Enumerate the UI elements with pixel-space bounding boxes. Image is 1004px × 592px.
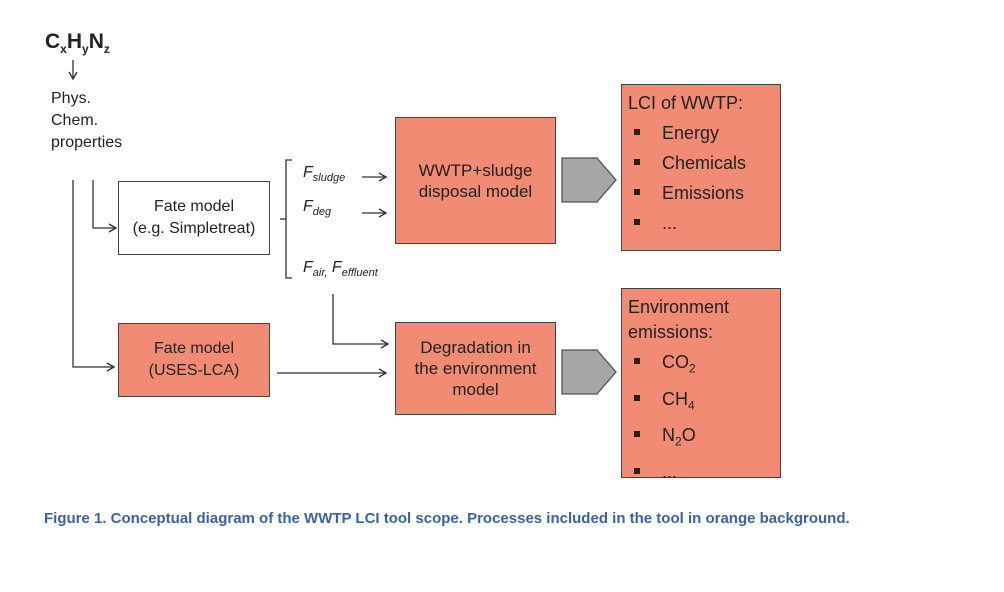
env-item-sub: 2 — [675, 434, 682, 449]
uses-line2: (USES-LCA) — [148, 362, 240, 379]
env-item: ... — [628, 457, 780, 494]
flux-deg: Fdeg — [303, 198, 331, 218]
simpletreat-line2: (e.g. Simpletreat) — [132, 220, 256, 237]
lci-item: Emissions — [628, 178, 780, 208]
formula-n: N — [88, 30, 104, 53]
lci-of-wwtp-box: LCI of WWTP: Energy Chemicals Emissions … — [621, 84, 781, 251]
properties-line2: Chem. — [51, 112, 99, 129]
wwtp-output-arrow — [561, 157, 617, 203]
flux-bracket — [285, 159, 292, 279]
wwtp-model-box: WWTP+sludge disposal model — [395, 117, 556, 244]
lci-item: ... — [628, 208, 780, 238]
lci-item: Chemicals — [628, 148, 780, 178]
flux-sludge: Fsludge — [303, 164, 345, 184]
env-item-main: CO — [662, 352, 689, 372]
figure-caption: Figure 1. Conceptual diagram of the WWTP… — [44, 510, 850, 527]
properties-line1: Phys. — [51, 90, 92, 107]
uses-line1: Fate model — [153, 340, 235, 357]
flux-sludge-main: F — [303, 164, 313, 181]
degradation-line1: Degradation in — [420, 338, 531, 357]
wwtp-model-line1: WWTP+sludge — [418, 160, 533, 180]
env-item-main: N — [662, 425, 675, 446]
env-item: CO2 — [628, 347, 780, 384]
lci-list: Energy Chemicals Emissions ... — [628, 118, 780, 238]
env-item-sub: 2 — [689, 361, 696, 376]
formula-y: y — [82, 42, 89, 57]
arrow-to-simpletreat — [92, 180, 118, 233]
degradation-line3: model — [452, 380, 499, 399]
properties-label: Phys. Chem. properties — [51, 88, 122, 154]
degradation-model-box: Degradation in the environment model — [395, 322, 556, 415]
flux-air-main: F — [303, 259, 313, 276]
flux-deg-main: F — [303, 198, 313, 215]
formula-x: x — [60, 42, 67, 57]
env-item-main: CH — [662, 388, 688, 409]
lci-item-label: Emissions — [662, 183, 745, 203]
env-item-tail: O — [681, 425, 696, 446]
bullet-icon — [634, 129, 640, 135]
bullet-icon — [634, 219, 640, 225]
bullet-icon — [634, 358, 640, 364]
env-item-sub: 4 — [688, 398, 695, 413]
flux-sludge-sub: sludge — [312, 172, 346, 185]
formula-c: C — [45, 30, 61, 53]
environment-emissions-box: Environment emissions: CO2 CH4 N2O ... — [621, 288, 781, 482]
env-item: N2O — [628, 420, 780, 457]
lci-item-label: ... — [662, 213, 678, 233]
formula-z: z — [103, 42, 110, 57]
wwtp-model-line2: disposal model — [418, 181, 533, 201]
fate-model-simpletreat-box: Fate model (e.g. Simpletreat) — [118, 181, 270, 255]
flux-deg-sub: deg — [312, 206, 332, 219]
chemical-formula: CxHyNz — [45, 30, 110, 56]
degradation-line2: the environment — [414, 359, 537, 378]
bullet-icon — [634, 431, 640, 438]
bullet-icon — [634, 189, 640, 195]
lci-title: LCI of WWTP: — [628, 93, 744, 113]
fate-model-uses-box: Fate model (USES-LCA) — [118, 323, 270, 397]
bullet-icon — [634, 159, 640, 165]
degradation-output-arrow — [561, 349, 617, 395]
bullet-icon — [634, 394, 640, 401]
env-item: CH4 — [628, 384, 780, 421]
lci-item: Energy — [628, 118, 780, 148]
flux-air-effluent: Fair, Feffluent — [303, 259, 378, 279]
properties-line3: properties — [51, 134, 123, 151]
lci-item-label: Energy — [662, 123, 720, 143]
effluent-arrow — [332, 294, 390, 349]
flux-effluent-main: F — [331, 259, 342, 276]
arrow-to-uses — [72, 180, 116, 372]
env-title-line1: Environment — [628, 297, 730, 317]
lci-item-label: Chemicals — [662, 153, 747, 173]
env-item-main: ... — [662, 461, 678, 482]
env-title-line2: emissions: — [628, 322, 714, 342]
flux-air-sub: air, — [312, 267, 328, 280]
simpletreat-line1: Fate model — [153, 198, 235, 215]
env-list: CO2 CH4 N2O ... — [628, 347, 780, 493]
formula-h: H — [66, 30, 83, 53]
flux-effluent-sub: effluent — [341, 267, 378, 280]
bullet-icon — [634, 467, 640, 474]
